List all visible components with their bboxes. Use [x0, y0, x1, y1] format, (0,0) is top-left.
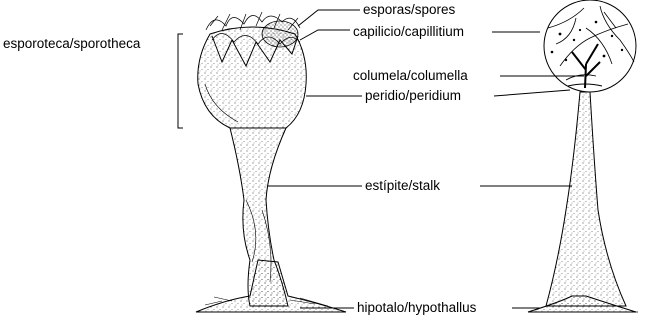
left-spore-mass	[262, 21, 298, 47]
leader-spores	[298, 10, 360, 26]
left-stalk	[230, 128, 288, 306]
right-capillitium-net	[544, 0, 636, 92]
label-columella: columela/columella	[352, 68, 469, 84]
leader-capillitium	[300, 30, 350, 40]
label-capillitium: capilicio/capillitium	[352, 24, 465, 40]
label-spores: esporas/spores	[362, 2, 456, 18]
left-specimen	[196, 12, 346, 312]
right-stalk	[546, 92, 626, 306]
label-hypothallus: hipotalo/hypothallus	[356, 300, 477, 316]
label-peridium: peridio/peridium	[364, 88, 462, 104]
label-stalk: estípite/stalk	[364, 178, 441, 194]
right-specimen	[528, 0, 638, 312]
label-sporotheca: esporoteca/sporotheca	[2, 36, 141, 52]
right-columella	[572, 44, 600, 88]
leader-peridium-right	[494, 90, 570, 96]
sporotheca-bracket	[178, 34, 183, 128]
